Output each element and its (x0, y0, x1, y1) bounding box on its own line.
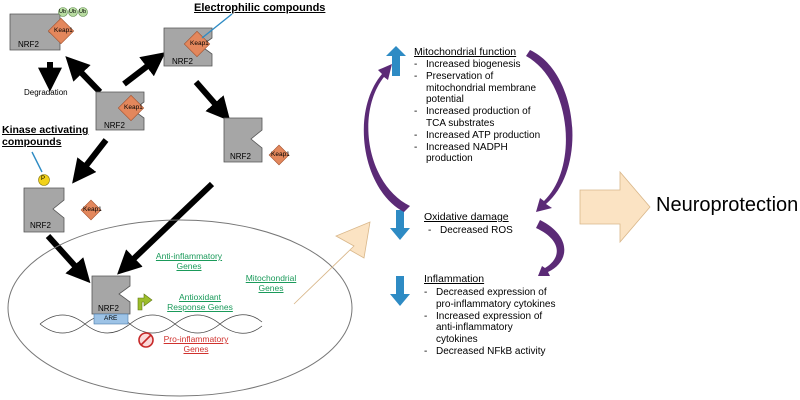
mitochondrial-genes-label: Mitochondrial Genes (245, 273, 297, 293)
list-item: Increased expression of anti-inflammator… (424, 311, 556, 346)
inflammation-list: Decreased expression of pro-inflammatory… (424, 287, 556, 358)
arrow-free-nrf2-to-nucleus (117, 181, 215, 275)
list-item: Decreased ROS (428, 225, 548, 237)
inhibit-icon (138, 332, 154, 348)
nrf2-keap1-center-complex (95, 91, 145, 131)
kinase-pointer (31, 151, 43, 173)
list-item: Increased ATP production (414, 130, 546, 142)
are-box (93, 313, 129, 325)
keap1-label: Keap1 (83, 206, 102, 213)
purple-arrow-right (526, 50, 573, 212)
arrow-to-kinase-path (72, 138, 109, 184)
antioxidant-response-genes-label: Antioxidant Response Genes (167, 292, 233, 312)
inflammation-down-arrow (390, 276, 410, 306)
nrf2-label: NRF2 (172, 57, 193, 66)
nrf2-shape (223, 117, 263, 163)
nrf2-keap1-ub-complex (9, 7, 88, 51)
list-item: Preservation of mitochondrial membrane p… (414, 71, 546, 106)
list-item: Increased biogenesis (414, 59, 546, 71)
arrow-to-free-nrf2 (193, 80, 231, 122)
purple-arrow-small (536, 220, 565, 276)
keap1-label: Keap1 (54, 27, 73, 34)
mitochondrial-function-list: Increased biogenesis Preservation of mit… (414, 59, 546, 165)
purple-arrow-left (363, 64, 410, 212)
nrf2-label: NRF2 (30, 221, 51, 230)
nrf2-bound-are (91, 275, 154, 348)
nrf2-label: NRF2 (18, 40, 39, 49)
electrophilic-compounds-label: Electrophilic compounds (194, 2, 326, 14)
keap1-label: Keap1 (124, 104, 143, 111)
neuroprotection-arrow (579, 170, 651, 244)
phosphate-label: P (41, 176, 46, 182)
oxidative-down-arrow (390, 210, 410, 240)
anti-inflammatory-genes-label: Anti-inflammatory Genes (155, 251, 223, 271)
keap1-diamond (268, 144, 290, 166)
transcription-arrow-icon (137, 293, 153, 311)
nucleus (7, 219, 353, 397)
list-item: Increased NADPH production (414, 142, 546, 166)
mitochondrial-up-arrow (386, 46, 406, 76)
ub-label: Ub (59, 9, 67, 15)
keap1-label: Keap1 (190, 40, 209, 47)
nrf2-keap1-electrophilic-complex (163, 13, 233, 67)
arrow-to-degradation-complex (65, 56, 103, 95)
arrow-to-electrophilic-complex (122, 52, 166, 87)
ub-circle (58, 7, 68, 17)
degradation-label: Degradation (24, 88, 68, 97)
dna-helix (39, 314, 263, 334)
ub-label: Ub (79, 9, 87, 15)
keap1-diamond (80, 199, 102, 221)
keap1-diamond (47, 17, 75, 45)
pro-inflammatory-genes-label: Pro-inflammatory Genes (163, 334, 229, 354)
free-nrf2-keap1 (223, 117, 290, 166)
oxidative-damage-list: Decreased ROS (428, 225, 548, 237)
are-label: ARE (104, 315, 118, 322)
electrophilic-pointer (201, 13, 233, 39)
list-item: Decreased NFkB activity (424, 346, 556, 358)
nrf2-label: NRF2 (230, 152, 251, 161)
nrf2-shape (23, 187, 65, 233)
neuroprotection-label: Neuroprotection (656, 194, 799, 216)
kinase-activating-compounds-label: Kinase activating compounds (2, 124, 89, 149)
inflammation-title: Inflammation (424, 273, 485, 285)
mitochondrial-function-title: Mitochondrial function (414, 46, 517, 58)
keap1-label: Keap1 (271, 151, 290, 158)
list-item: Decreased expression of pro-inflammatory… (424, 287, 556, 311)
pathway-arrows (38, 52, 231, 284)
arrow-p-nrf2-to-nucleus (45, 233, 91, 284)
ub-circle (78, 7, 88, 17)
nrf2-label: NRF2 (104, 121, 125, 130)
nucleus-to-outcomes-arrow (293, 221, 371, 305)
nrf2-label: NRF2 (98, 304, 119, 313)
purple-cycle-arrows (363, 50, 573, 276)
list-item: Increased production of TCA substrates (414, 106, 546, 130)
phosphate-circle (38, 174, 50, 186)
ub-label: Ub (69, 9, 77, 15)
phosphorylated-nrf2 (23, 151, 102, 233)
oxidative-damage-title: Oxidative damage (424, 211, 509, 223)
ub-circle (68, 7, 78, 17)
keap1-diamond (117, 94, 145, 122)
